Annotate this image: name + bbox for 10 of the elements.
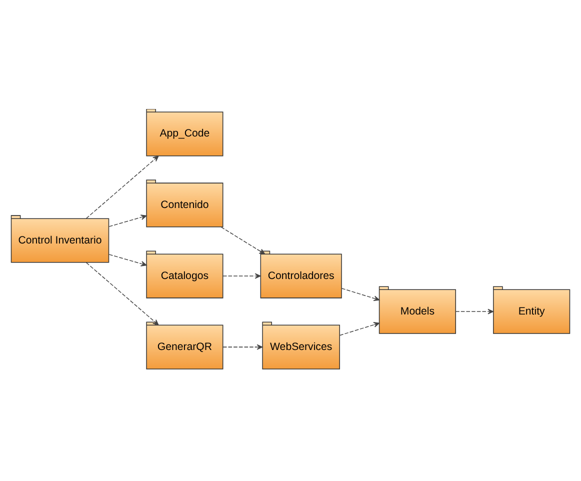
arrow <box>86 156 159 219</box>
arrow <box>220 226 266 254</box>
arrow <box>86 262 159 326</box>
arrow <box>222 344 263 350</box>
arrow <box>108 214 147 227</box>
arrow <box>222 273 261 279</box>
arrow <box>339 322 380 336</box>
arrow <box>455 308 494 314</box>
arrow <box>108 254 147 266</box>
arrow <box>341 288 380 302</box>
